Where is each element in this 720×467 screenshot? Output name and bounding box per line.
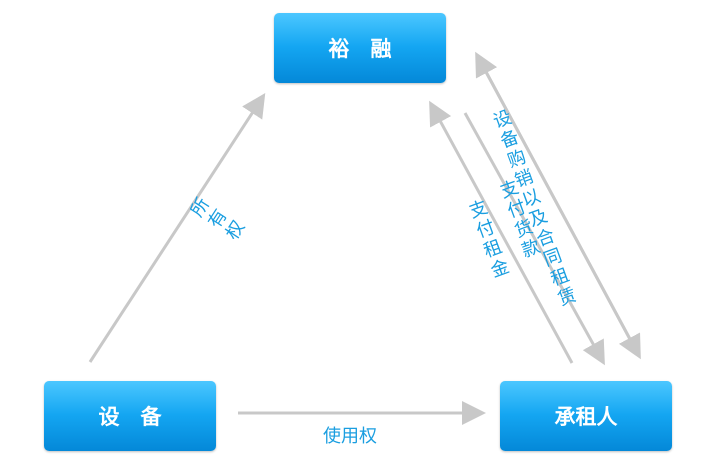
node-equipment: 设 备	[44, 381, 216, 451]
edge-label-purchase-lease: 设备购销以及合同租赁	[491, 107, 580, 310]
node-yurong-label: 裕 融	[328, 37, 392, 61]
node-yurong: 裕 融	[274, 13, 446, 83]
edge-label-usage-right: 使用权	[323, 426, 377, 447]
arrow-yurong-to-chengzu-goods	[463, 112, 605, 366]
arrow-shebei-to-yurong	[88, 92, 266, 363]
arrow-yurong-to-chengzu-purchase	[476, 56, 641, 360]
edge-label-ownership: 所有权	[187, 194, 250, 243]
node-equipment-label: 设 备	[98, 405, 162, 429]
arrow-chengzu-to-yurong-rent	[429, 100, 574, 364]
node-lessee: 承租人	[500, 381, 672, 451]
node-lessee-label: 承租人	[554, 405, 618, 429]
